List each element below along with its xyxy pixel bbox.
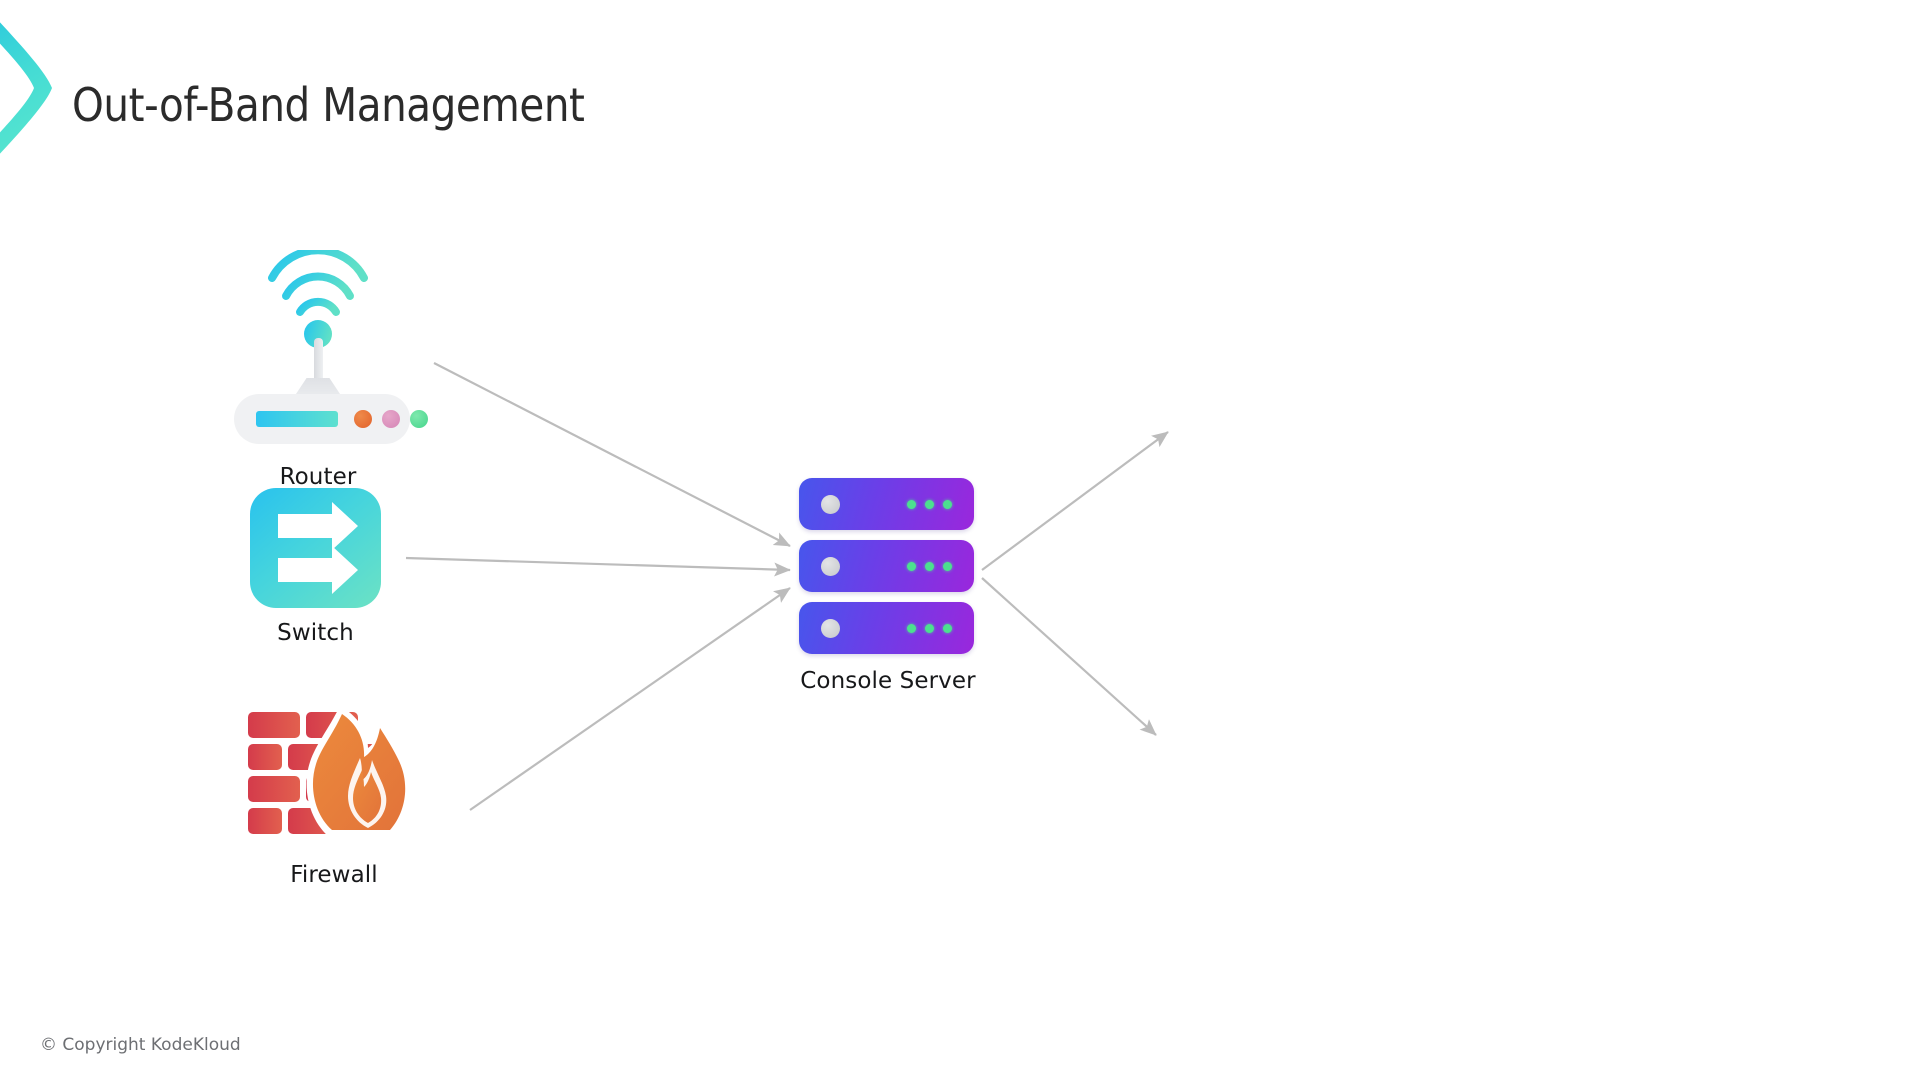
connector-firewall-to-server: [469, 587, 791, 811]
router-antenna-stem: [314, 338, 323, 385]
node-router[interactable]: Router: [228, 250, 428, 490]
copyright-footer: © Copyright KodeKloud: [40, 1035, 241, 1055]
node-label-router: Router: [279, 464, 357, 490]
server-indicator-led: [925, 500, 934, 509]
server-stack-icon: [799, 478, 977, 654]
server-indicator-led: [907, 500, 916, 509]
connector-server-to-upstream-top: [981, 431, 1169, 571]
server-unit: [799, 540, 974, 592]
wifi-signal-icon: [268, 250, 368, 348]
server-unit: [799, 602, 974, 654]
node-console-server[interactable]: Console Server: [798, 478, 978, 694]
server-indicator-led: [907, 624, 916, 633]
server-power-knob: [821, 619, 840, 638]
router-led-orange: [354, 410, 372, 428]
server-indicator-group: [907, 500, 952, 509]
node-label-console-server: Console Server: [800, 668, 976, 694]
router-led-green: [410, 410, 428, 428]
brand-chevron-icon: [0, 22, 52, 154]
network-switch-icon: [250, 488, 381, 608]
server-indicator-group: [907, 562, 952, 571]
connector-switch-to-server: [405, 556, 791, 577]
connector-server-to-upstream-bottom: [981, 577, 1157, 736]
server-indicator-group: [907, 624, 952, 633]
node-label-firewall: Firewall: [290, 862, 378, 888]
router-led-pink: [382, 410, 400, 428]
node-switch[interactable]: Switch: [248, 488, 383, 646]
router-body: [234, 394, 428, 444]
server-indicator-led: [943, 500, 952, 509]
server-power-knob: [821, 495, 840, 514]
node-label-switch: Switch: [277, 620, 354, 646]
server-indicator-led: [925, 624, 934, 633]
server-power-knob: [821, 557, 840, 576]
server-indicator-led: [907, 562, 916, 571]
server-unit: [799, 478, 974, 530]
server-indicator-led: [925, 562, 934, 571]
firewall-flame-icon: [244, 700, 424, 850]
server-indicator-led: [943, 562, 952, 571]
node-firewall[interactable]: Firewall: [244, 700, 424, 888]
wifi-router-icon: Router: [228, 250, 428, 490]
server-indicator-led: [943, 624, 952, 633]
connector-router-to-server: [433, 362, 791, 547]
page-title: Out-of-Band Management: [72, 78, 585, 132]
router-status-bar: [256, 411, 338, 427]
